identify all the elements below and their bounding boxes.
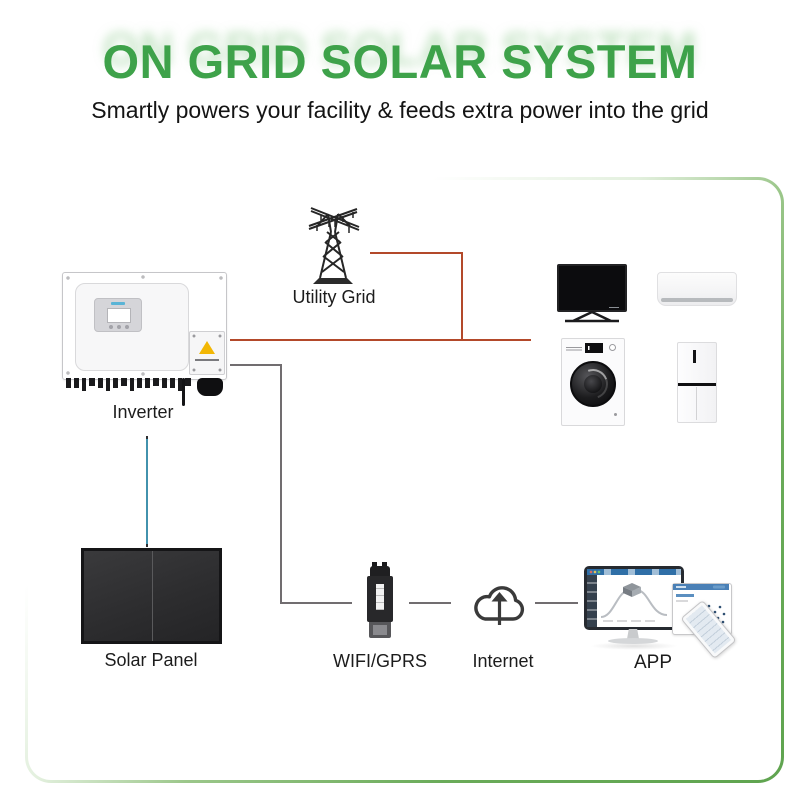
- transmission-tower-icon: [308, 207, 360, 284]
- dongle-cap: [370, 566, 390, 576]
- washer-indicator: [614, 413, 617, 416]
- dongle-bump: [382, 562, 387, 568]
- wifi-to-internet-line: [409, 602, 451, 604]
- monitor-topbar: [587, 569, 681, 575]
- washer-knob: [609, 344, 616, 351]
- monitor-neck: [627, 629, 639, 639]
- inverter-to-loads-line: [230, 339, 531, 341]
- inverter-display: [94, 298, 142, 332]
- air-conditioner-icon: [657, 272, 737, 306]
- page-title: ON GRID SOLAR SYSTEM: [102, 35, 698, 88]
- internet-to-app-line: [535, 602, 578, 604]
- washer-door: [570, 361, 616, 407]
- refrigerator-icon: [677, 342, 717, 423]
- app-label: APP: [633, 652, 673, 673]
- solar-panel-label: Solar Panel: [104, 650, 198, 670]
- diagram-frame: [25, 177, 784, 783]
- dongle-window: [376, 584, 384, 610]
- inverter-dc-connectors: [66, 378, 191, 393]
- utility-grid-label: Utility Grid: [292, 287, 376, 307]
- monitor-chart: [600, 583, 668, 622]
- access-panel-line: [195, 359, 219, 361]
- inverter-access-panel: [189, 331, 225, 375]
- grid-to-branch-line: [370, 252, 462, 254]
- fridge-divider: [678, 383, 716, 386]
- fridge-handle: [693, 350, 696, 363]
- washer-vents: [566, 347, 582, 352]
- grid-branch-vertical-line: [461, 252, 463, 341]
- inverter-ac-connector: [197, 378, 223, 396]
- internet-cloud-icon: [474, 586, 525, 625]
- comm-to-wifi-line: [282, 602, 352, 604]
- inverter-screen: [107, 308, 131, 323]
- monitor-sidebar: [587, 575, 597, 627]
- dongle-connector: [369, 622, 391, 638]
- tv-icon: [557, 264, 627, 324]
- inverter-comm-line-v: [280, 364, 282, 604]
- inverter-label: Inverter: [112, 402, 174, 422]
- inverter-to-solar-line: [146, 436, 148, 547]
- monitor-screen: [587, 569, 681, 627]
- tv-screen: [557, 264, 627, 312]
- inverter-comm-line-h1: [230, 364, 282, 366]
- inverter-logo: [111, 302, 125, 305]
- wifi-dongle-icon: [367, 562, 393, 640]
- monitor-shadow: [590, 642, 678, 650]
- dongle-body: [367, 576, 393, 622]
- tv-stand: [565, 311, 619, 323]
- inverter-icon: [62, 272, 227, 380]
- dongle-bump: [372, 562, 377, 568]
- internet-label: Internet: [472, 651, 534, 671]
- wifi-label: WIFI/GPRS: [333, 651, 427, 671]
- inverter-cable: [182, 378, 185, 406]
- solar-panel-icon: [81, 548, 222, 644]
- fridge-seam: [696, 387, 697, 420]
- monitor-base: [608, 638, 658, 644]
- warning-triangle-icon: [199, 341, 215, 354]
- washing-machine-icon: [561, 338, 625, 426]
- inverter-buttons: [109, 325, 129, 329]
- app-monitor-icon: [584, 566, 684, 630]
- page-subtitle: Smartly powers your facility & feeds ext…: [91, 97, 709, 123]
- washer-display: [585, 343, 603, 353]
